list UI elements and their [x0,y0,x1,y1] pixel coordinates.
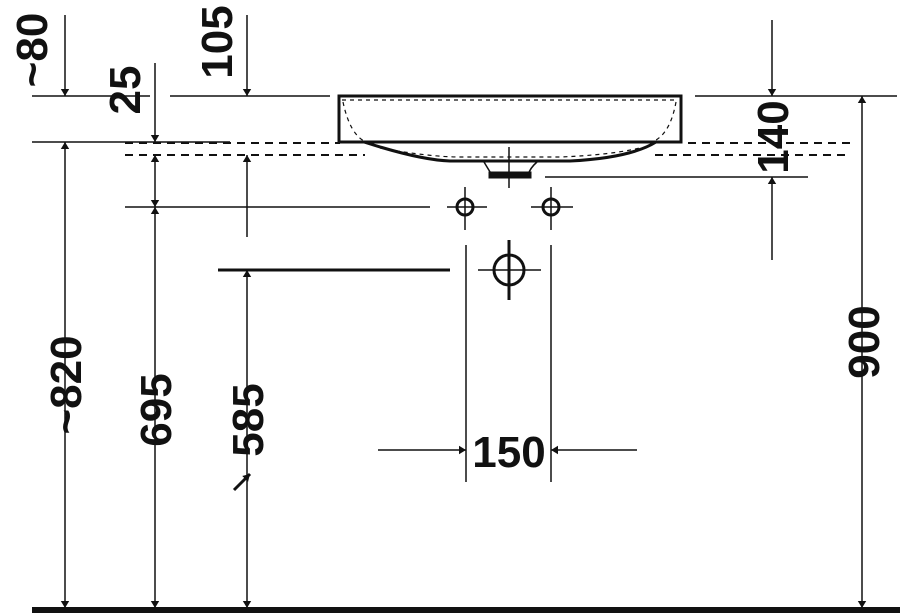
dim-top-clearance: ~80 [8,13,57,88]
dim-floor-to-tap-holes: 695 [132,373,181,446]
dim-rim-to-tap: 105 [193,5,242,78]
dimension-lines [60,15,867,608]
drain-outlet [483,161,538,176]
dim-waste-width: 150 [472,428,545,477]
tap-hole-left [447,187,487,230]
tap-hole-right [531,187,573,230]
dim-rim-offset: 25 [101,66,150,115]
waste-connection [478,240,541,300]
pointer-arrow-icon [232,472,252,492]
dim-floor-to-waste: 585 [224,383,273,456]
dim-total-height: 900 [840,305,889,378]
dim-bowl-depth: 140 [749,100,798,173]
dim-floor-to-rim: ~820 [42,335,91,434]
washbasin [337,94,683,179]
